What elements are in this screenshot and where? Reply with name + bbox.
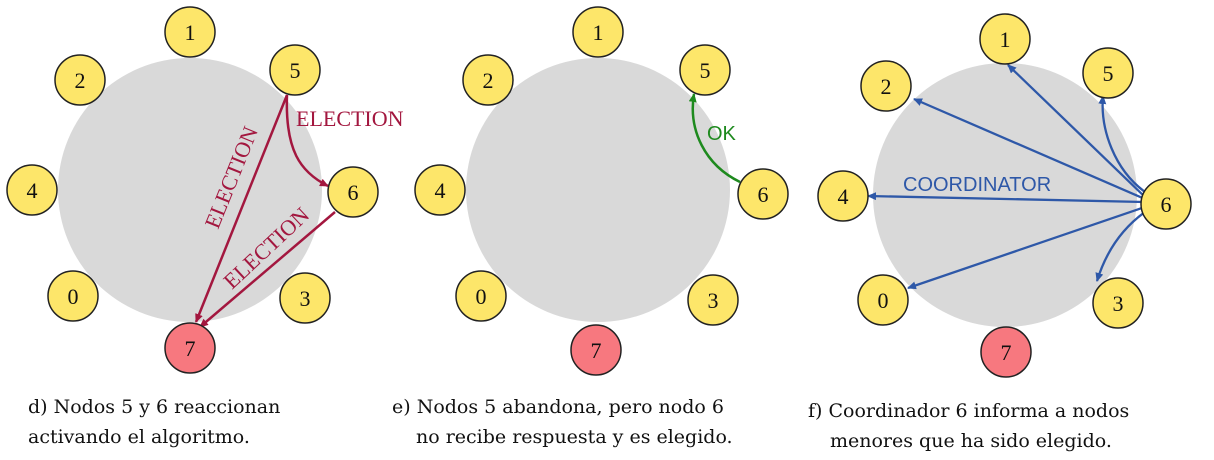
caption-f-line1: f) Coordinador 6 informa a nodos xyxy=(808,400,1130,422)
node-6: 6 xyxy=(737,168,789,220)
node-label: 3 xyxy=(1113,291,1124,316)
node-label: 2 xyxy=(881,74,892,99)
ring-e xyxy=(466,58,730,322)
caption-d: d) Nodos 5 y 6 reaccionan activando el a… xyxy=(28,392,280,452)
node-6: 6 xyxy=(1140,178,1192,230)
node-label: 1 xyxy=(593,20,604,45)
ok-label: OK xyxy=(707,123,737,145)
node-label: 7 xyxy=(185,336,196,361)
election-arrow-5-to-6 xyxy=(285,94,329,188)
ok-arrow-6-to-5 xyxy=(688,93,741,184)
panel-f: COORDINATOR 1 2 5 4 6 0 3 xyxy=(817,13,1192,378)
node-2: 2 xyxy=(54,54,106,106)
node-4: 4 xyxy=(6,164,58,216)
election-arrow-6-to-7 xyxy=(199,211,336,328)
node-6: 6 xyxy=(327,166,379,218)
node-1: 1 xyxy=(164,6,216,58)
node-2: 2 xyxy=(462,54,514,106)
node-3: 3 xyxy=(687,274,739,326)
node-0: 0 xyxy=(47,270,99,322)
node-1: 1 xyxy=(979,13,1031,65)
coordinator-label: COORDINATOR xyxy=(903,174,1051,196)
node-4: 4 xyxy=(414,164,466,216)
node-2: 2 xyxy=(860,60,912,112)
node-4: 4 xyxy=(817,170,869,222)
caption-e-line2: no recibe respuesta y es elegido. xyxy=(416,426,733,448)
node-label: 6 xyxy=(348,180,359,205)
node-label: 0 xyxy=(476,284,487,309)
node-label: 2 xyxy=(75,68,86,93)
caption-e: e) Nodos 5 abandona, pero nodo 6 no reci… xyxy=(392,392,733,452)
ring-f xyxy=(873,63,1137,327)
node-label: 1 xyxy=(185,20,196,45)
node-0: 0 xyxy=(857,274,909,326)
node-label: 0 xyxy=(878,288,889,313)
node-label: 1 xyxy=(1000,27,1011,52)
node-7: 7 xyxy=(164,322,216,374)
node-label: 3 xyxy=(300,286,311,311)
node-3: 3 xyxy=(1092,277,1144,329)
coordinator-arrow-to-4 xyxy=(867,192,1146,204)
caption-e-line1: e) Nodos 5 abandona, pero nodo 6 xyxy=(392,396,724,418)
node-3: 3 xyxy=(279,272,331,324)
caption-f: f) Coordinador 6 informa a nodos menores… xyxy=(808,396,1129,456)
node-label: 2 xyxy=(483,68,494,93)
node-label: 5 xyxy=(290,58,301,83)
election-arrow-5-to-7 xyxy=(194,94,289,323)
caption-f-line2: menores que ha sido elegido. xyxy=(830,430,1112,452)
node-label: 5 xyxy=(700,58,711,83)
coordinator-arrow-to-5 xyxy=(1098,95,1146,193)
panel-d: ELECTION ELECTION ELECTION 1 2 5 4 6 0 xyxy=(6,6,404,374)
node-label: 4 xyxy=(435,178,446,203)
node-label: 5 xyxy=(1103,61,1114,86)
node-7: 7 xyxy=(980,326,1032,378)
node-label: 3 xyxy=(708,288,719,313)
coordinator-arrow-to-3 xyxy=(1095,211,1146,282)
node-label: 0 xyxy=(68,284,79,309)
node-5: 5 xyxy=(269,44,321,96)
caption-d-line2: activando el algoritmo. xyxy=(28,426,250,448)
ring-d xyxy=(58,58,322,322)
node-label: 4 xyxy=(838,184,849,209)
election-label-top: ELECTION xyxy=(296,106,404,131)
node-label: 7 xyxy=(1001,340,1012,365)
caption-d-line1: d) Nodos 5 y 6 reaccionan xyxy=(28,396,281,418)
coordinator-arrow-to-1 xyxy=(1007,64,1146,198)
node-label: 6 xyxy=(758,182,769,207)
panel-e: OK 1 2 5 4 6 0 3 7 xyxy=(414,6,789,376)
node-5: 5 xyxy=(679,44,731,96)
node-7: 7 xyxy=(570,324,622,376)
coordinator-arrow-to-0 xyxy=(907,205,1146,290)
node-label: 4 xyxy=(27,178,38,203)
node-5: 5 xyxy=(1082,47,1134,99)
node-0: 0 xyxy=(455,270,507,322)
node-label: 6 xyxy=(1161,192,1172,217)
node-1: 1 xyxy=(572,6,624,58)
node-label: 7 xyxy=(591,338,602,363)
coordinator-arrow-to-2 xyxy=(913,97,1146,201)
